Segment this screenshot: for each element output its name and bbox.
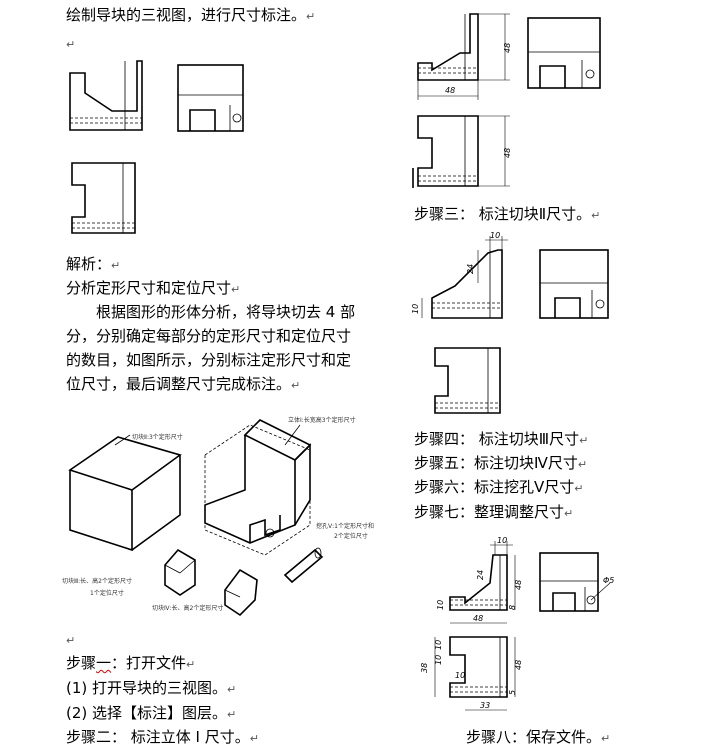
three-view-drawing-final: 10 24 48 10 8 48 Φ5 38 10 10 10 48 5 33 — [420, 536, 614, 711]
step-5: 步骤五：标注切块Ⅳ尺寸↵ — [414, 454, 588, 472]
block-iii — [164, 548, 196, 596]
analysis-label: 解析：↵ — [66, 255, 121, 273]
analysis-paragraph-line-1: 根据图形的形体分析，将导块切去 4 部 — [96, 303, 356, 321]
final-dim-10-side-c: 10 — [455, 671, 465, 680]
isometric-decomposition-drawing: 切块Ⅱ:3个定形尺寸 立体Ⅰ:长宽高3个定形尺寸 挖孔Ⅴ:1个定形尺寸和 2个定… — [62, 416, 374, 617]
final-dim-38: 38 — [420, 663, 429, 673]
final-dim-10-left: 10 — [436, 600, 445, 610]
dim-10-top: 10 — [490, 231, 500, 240]
three-view-drawing-step3: 48 48 48 — [412, 13, 601, 188]
analysis-subtitle: 分析定形尺寸和定位尺寸↵ — [66, 279, 241, 297]
top-view-outline — [177, 64, 244, 132]
final-dim-48-side: 48 — [514, 660, 523, 670]
dim-24: 24 — [466, 264, 475, 274]
step-1-item-2: (2) 选择【标注】图层。↵ — [66, 704, 237, 722]
label-block-iii: 切块Ⅲ:长、高2个定形尺寸 — [62, 577, 132, 585]
three-view-drawing-plain — [69, 60, 244, 234]
step-4: 步骤四： 标注切块Ⅲ尺寸↵ — [414, 430, 589, 448]
final-dim-10-top: 10 — [497, 536, 507, 545]
analysis-paragraph-line-4: 位尺寸，最后调整尺寸完成标注。↵ — [66, 375, 301, 393]
final-dim-phi5: Φ5 — [603, 576, 614, 585]
dim-48-side: 48 — [503, 148, 512, 158]
final-dim-24: 24 — [476, 570, 485, 580]
final-dim-48-height: 48 — [514, 580, 523, 590]
final-dim-8: 8 — [508, 605, 517, 610]
paragraph-mark: ↵ — [66, 38, 76, 51]
analysis-paragraph-line-3: 的数目，如图所示，分别标注定形尺寸和定 — [66, 351, 352, 369]
step-8: 步骤八：保存文件。↵ — [466, 728, 611, 746]
side-view-outline — [71, 162, 136, 234]
label-block-i: 立体Ⅰ:长宽高3个定形尺寸 — [288, 416, 356, 424]
dim-10-left: 10 — [411, 304, 420, 314]
step-7: 步骤七：整理调整尺寸↵ — [414, 503, 574, 521]
label-block-ii: 切块Ⅱ:3个定形尺寸 — [132, 433, 183, 441]
dim-48-height: 48 — [503, 43, 512, 53]
exercise-title: 绘制导块的三视图，进行尺寸标注。↵ — [66, 6, 316, 24]
label-block-iii-2: 1个定位尺寸 — [90, 589, 124, 597]
label-hole-v: 挖孔Ⅴ:1个定形尺寸和 — [316, 522, 374, 530]
final-dim-10-side-b: 10 — [434, 655, 443, 665]
final-dim-33: 33 — [480, 701, 490, 710]
three-view-drawing-step4: 10 24 10 — [411, 231, 609, 414]
hole-v-cylinder — [283, 548, 324, 584]
paragraph-mark-2: ↵ — [66, 634, 76, 647]
label-hole-v-2: 2个定位尺寸 — [334, 532, 368, 540]
analysis-paragraph-line-2: 分，分别确定每部分的定形尺寸和定位尺寸 — [66, 327, 352, 345]
step-1-item-1: (1) 打开导块的三视图。↵ — [66, 679, 237, 697]
final-dim-5: 5 — [508, 690, 517, 695]
block-iv — [224, 568, 258, 617]
step-1: 步骤一：打开文件↵ — [66, 654, 196, 672]
label-block-iv: 切块Ⅳ:长、高2个定形尺寸 — [152, 604, 223, 612]
final-dim-10-side-a: 10 — [434, 640, 443, 650]
cube-ii — [68, 436, 182, 491]
step-2: 步骤二： 标注立体 I 尺寸。↵ — [66, 728, 259, 746]
step-3: 步骤三： 标注切块Ⅱ尺寸。↵ — [414, 205, 601, 223]
step-6: 步骤六：标注挖孔Ⅴ尺寸↵ — [414, 478, 584, 496]
front-view-outline — [69, 60, 143, 131]
final-dim-48-width: 48 — [473, 614, 483, 623]
dim-48-width: 48 — [445, 86, 455, 95]
